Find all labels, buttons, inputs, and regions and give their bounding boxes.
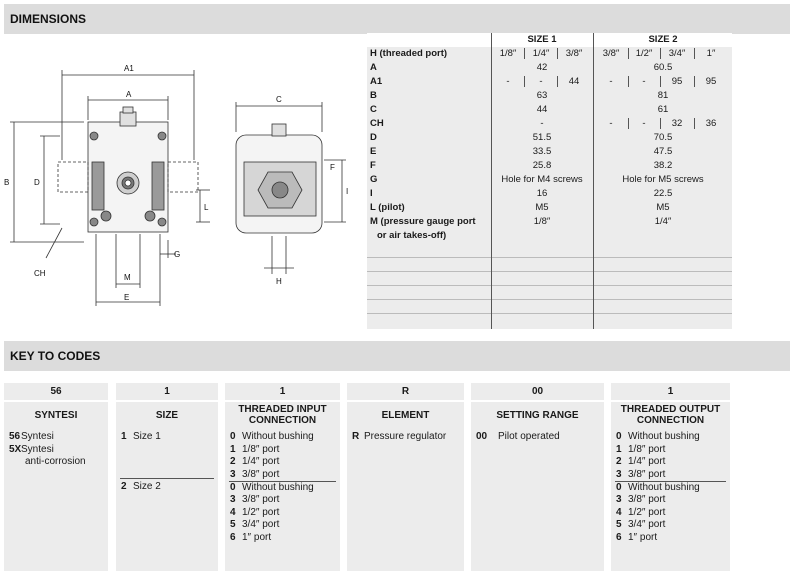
i-row: I 16 22.5	[370, 188, 673, 199]
f-row: F 25.8 38.2	[370, 160, 673, 171]
syntesi-option-note: anti-corrosion	[25, 456, 86, 467]
key-to-codes-title: KEY TO CODES	[10, 349, 101, 363]
g-row: G Hole for M4 screws Hole for M5 screws	[370, 174, 704, 185]
h-row: H (threaded port) 1/8″ 1/4″ 3/8″ 3/8″ 1/…	[370, 48, 716, 59]
element-code: R	[347, 383, 464, 400]
label-g: G	[174, 250, 180, 259]
m-row: M (pressure gauge port 1/8″ 1/4″	[370, 216, 672, 227]
label-l: L	[204, 203, 209, 212]
input-code: 1	[225, 383, 340, 400]
key-to-codes-header: KEY TO CODES	[4, 341, 790, 371]
label-a: A	[126, 90, 132, 99]
size-code: 1	[116, 383, 218, 400]
syntesi-code: 56	[4, 383, 108, 400]
label-d: D	[34, 178, 40, 187]
dimensions-table: SIZE 1 SIZE 2 H (threaded port) 1/8″ 1/4…	[367, 33, 732, 329]
size1-header: SIZE 1	[527, 34, 557, 45]
setting-code: 00	[471, 383, 604, 400]
label-e: E	[124, 293, 129, 302]
label-f: F	[330, 163, 335, 172]
element-title: ELEMENT	[347, 402, 464, 428]
dimension-drawings: A1 A B D L G M E CH C F I H	[4, 64, 348, 306]
dimensions-header: DIMENSIONS	[4, 4, 790, 34]
label-h: H	[276, 277, 282, 286]
b-row: B 63 81	[370, 90, 669, 101]
ch-row: CH - - - 32 36	[370, 118, 717, 129]
label-a1: A1	[124, 64, 134, 73]
d-row: D 51.5 70.5	[370, 132, 673, 143]
output-code: 1	[611, 383, 730, 400]
syntesi-option: 5XSyntesi	[9, 443, 54, 455]
label-m: M	[124, 273, 131, 282]
size-header-row: SIZE 1 SIZE 2	[367, 33, 732, 47]
m-row-cont: or air takes-off)	[377, 230, 447, 241]
a-row: A 42 60.5	[370, 62, 673, 73]
c-row: C 44 61	[370, 104, 669, 115]
label-i: I	[346, 187, 348, 196]
l-row: L (pilot) M5 M5	[370, 202, 670, 213]
size-title: SIZE	[116, 402, 218, 428]
setting-title: SETTING RANGE	[471, 402, 604, 428]
size2-header: SIZE 2	[648, 34, 678, 45]
a1-row: A1 - - 44 - - 95 95	[370, 76, 717, 87]
label-c: C	[276, 95, 282, 104]
syntesi-title: SYNTESI	[4, 402, 108, 428]
syntesi-option: 56Syntesi	[9, 431, 54, 442]
dimensions-title: DIMENSIONS	[10, 12, 87, 26]
label-ch: CH	[34, 269, 46, 278]
e-row: E 33.5 47.5	[370, 146, 673, 157]
label-b: B	[4, 178, 9, 187]
